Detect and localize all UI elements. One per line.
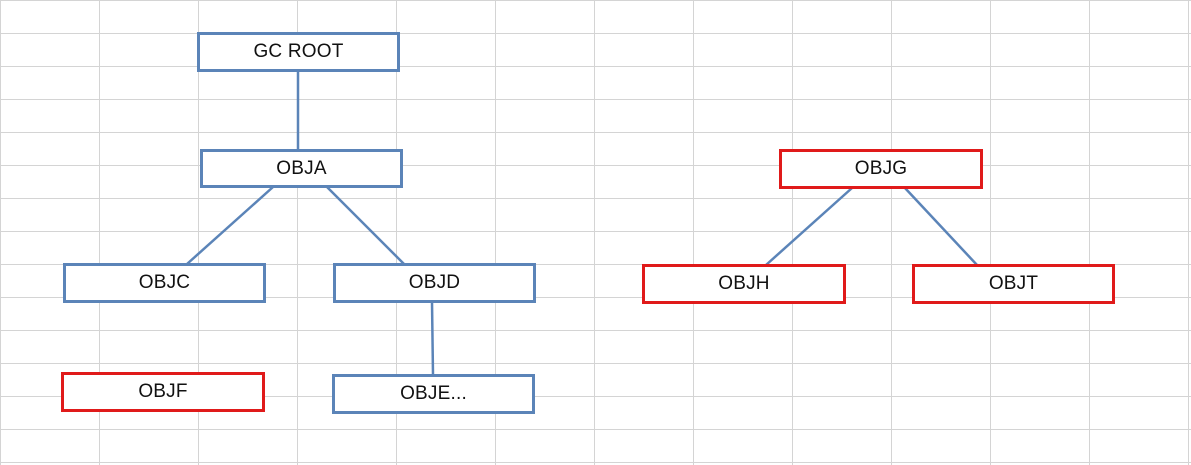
- node-objf: OBJF: [61, 372, 265, 412]
- edge-objd-obje: [430, 301, 435, 376]
- node-objh: OBJH: [642, 264, 846, 304]
- node-objd: OBJD: [333, 263, 536, 303]
- edge-objg-objt: [904, 187, 978, 266]
- edge-obja-objc: [186, 186, 274, 265]
- edge-obja-objd: [326, 186, 405, 265]
- edge-objg-objh: [765, 187, 853, 266]
- node-objg: OBJG: [779, 149, 983, 189]
- node-obje: OBJE...: [332, 374, 535, 414]
- node-gc-root: GC ROOT: [197, 32, 400, 72]
- node-objc: OBJC: [63, 263, 266, 303]
- node-objt: OBJT: [912, 264, 1115, 304]
- node-obja: OBJA: [200, 149, 403, 188]
